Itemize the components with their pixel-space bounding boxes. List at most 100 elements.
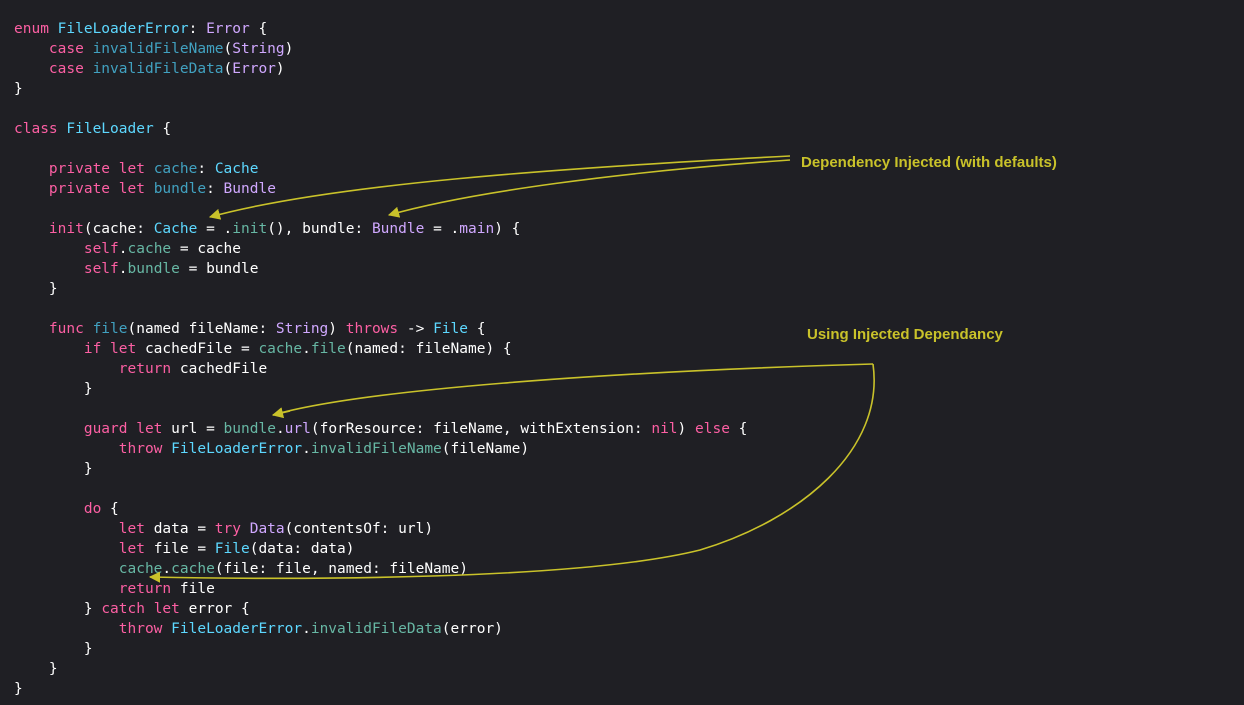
code-token: init [232, 221, 268, 237]
code-token: class [14, 121, 67, 137]
code-token [14, 241, 84, 257]
code-token: invalidFileName [92, 41, 224, 57]
code-line: ​ [14, 399, 747, 419]
code-token: case [48, 61, 93, 77]
code-token: invalidFileData [92, 61, 224, 77]
code-line: } [14, 639, 747, 659]
code-line: guard let url = bundle.url(forResource: … [14, 419, 748, 439]
code-token: { [468, 321, 486, 337]
code-token: file [179, 581, 215, 597]
code-token: FileLoaderError [57, 21, 189, 37]
code-line: self.cache = cache [14, 239, 747, 259]
code-token: catch let [101, 601, 189, 617]
code-token: ) [275, 61, 285, 77]
code-token: cache [118, 561, 163, 577]
code-token [14, 501, 84, 517]
code-token: ) [677, 421, 696, 437]
code-token: (named fileName: [127, 321, 276, 337]
code-token [14, 561, 119, 577]
code-token: (data: data) [249, 541, 355, 557]
code-token: } [14, 381, 93, 397]
code-token: . [118, 241, 128, 257]
code-line: let data = try Data(contentsOf: url) [14, 519, 747, 539]
code-token: (named: fileName) { [345, 341, 512, 357]
code-token: throw [118, 621, 172, 637]
code-token: Bundle [223, 181, 276, 197]
code-line: enum FileLoaderError: Error { [14, 19, 747, 39]
code-token: } [14, 601, 102, 617]
code-line: } catch let error { [14, 599, 747, 619]
code-token: String [275, 321, 329, 337]
code-line: } [14, 79, 747, 99]
code-token: bundle [153, 181, 207, 197]
code-token [14, 181, 49, 197]
code-line: let file = File(data: data) [14, 539, 747, 559]
code-token: guard let [83, 421, 172, 437]
code-token: ( [223, 41, 233, 57]
code-token: = . [424, 221, 460, 237]
code-token: ) [328, 321, 346, 337]
code-token: : [197, 161, 215, 177]
code-token: ) [284, 41, 294, 57]
code-token: . [162, 561, 172, 577]
code-token: enum [14, 21, 58, 37]
code-token: invalidFileData [310, 621, 442, 637]
code-token: (contentsOf: url) [284, 521, 434, 537]
code-token: File [214, 541, 250, 557]
code-token: . [275, 421, 285, 437]
code-token: init [48, 221, 84, 237]
code-token [14, 261, 84, 277]
code-token: } [14, 681, 23, 697]
code-token: cachedFile = [144, 341, 259, 357]
code-token: else [695, 421, 730, 437]
code-token [14, 521, 119, 537]
code-token: ) { [494, 221, 521, 237]
code-token [14, 321, 49, 337]
code-token: let [118, 541, 154, 557]
code-line: case invalidFileData(Error) [14, 59, 747, 79]
code-token [14, 541, 119, 557]
code-token: self [83, 241, 119, 257]
code-token: private let [48, 161, 154, 177]
code-line: private let bundle: Bundle [14, 179, 747, 199]
code-line: ​ [14, 479, 747, 499]
code-line: init(cache: Cache = .init(), bundle: Bun… [14, 219, 747, 239]
code-token: Error [206, 21, 250, 37]
code-token: ( [223, 61, 233, 77]
code-token: cache [258, 341, 303, 357]
code-line: private let cache: Cache [14, 159, 747, 179]
code-token: } [14, 641, 93, 657]
code-token: { [729, 421, 748, 437]
code-token: FileLoader [66, 121, 154, 137]
code-token: FileLoaderError [171, 621, 303, 637]
code-token: } [14, 81, 23, 97]
code-token: (forResource: fileName, withExtension: [310, 421, 652, 437]
code-token: try [214, 521, 250, 537]
code-line: ​ [14, 199, 747, 219]
code-token: FileLoaderError [171, 441, 303, 457]
code-token: cache [127, 241, 172, 257]
code-token [14, 581, 119, 597]
code-token: bundle [223, 421, 276, 437]
code-line: self.bundle = bundle [14, 259, 747, 279]
annotation-using-injected: Using Injected Dependancy [807, 326, 1003, 343]
code-token: data = [153, 521, 215, 537]
code-line: ​ [14, 99, 747, 119]
code-token: (), bundle: [267, 221, 372, 237]
code-token: (file: file, named: fileName) [214, 561, 468, 577]
code-token: { [153, 121, 172, 137]
code-block: enum FileLoaderError: Error { case inval… [14, 19, 747, 699]
code-token: (error) [441, 621, 503, 637]
code-line: } [14, 679, 747, 699]
code-token [14, 161, 49, 177]
code-line: } [14, 279, 747, 299]
code-token: let [118, 521, 154, 537]
code-token: . [118, 261, 128, 277]
code-token: -> [398, 321, 434, 337]
code-token: : [206, 181, 224, 197]
code-token: file [92, 321, 128, 337]
code-token [14, 441, 119, 457]
code-token: throws [345, 321, 399, 337]
code-token: String [232, 41, 285, 57]
